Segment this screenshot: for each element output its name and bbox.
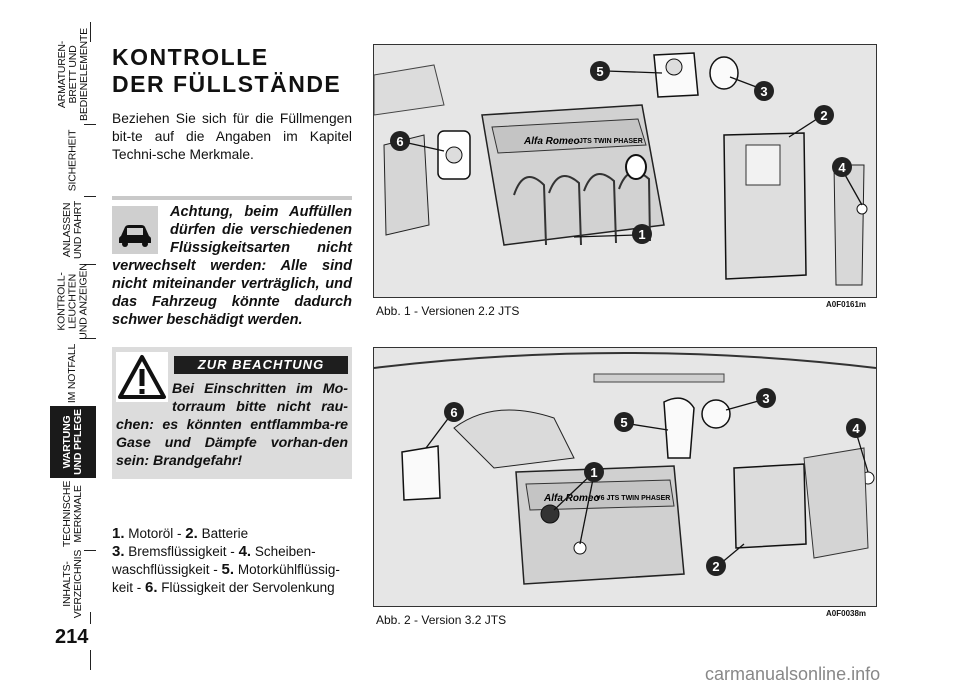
legend-number: 1.: [112, 525, 125, 542]
callout-label: 3: [762, 391, 769, 406]
brand-text: Alfa Romeo: [523, 136, 580, 147]
tab-sicherheit[interactable]: SICHERHEIT: [52, 126, 94, 194]
warning-body: Achtung, beim Auffüllen dürfen die versc…: [112, 204, 352, 328]
callout-label: 5: [596, 64, 603, 79]
legend-number: 2.: [185, 525, 198, 542]
divider: [84, 550, 96, 551]
tab-label: SICHERHEIT: [66, 129, 79, 191]
tab-label: ARMATUREN- BRETT UND BEDIENELEMENTE: [55, 27, 90, 121]
divider: [90, 650, 91, 670]
legend-number: 3.: [112, 543, 125, 560]
divider: [90, 612, 91, 624]
intro-paragraph: Beziehen Sie sich für die Füllmengen bit…: [112, 111, 352, 162]
legend-number: 6.: [145, 579, 158, 596]
page-title: KONTROLLE DER FÜLLSTÄNDE: [112, 44, 341, 98]
tab-anlassen[interactable]: ANLASSEN UND FAHRT: [52, 198, 94, 262]
callout-3: [756, 388, 776, 408]
callout-label: 6: [450, 405, 457, 420]
legend-number: 4.: [238, 543, 252, 560]
tab-inhaltsverzeichnis[interactable]: INHALTS- VERZEICHNIS: [52, 549, 94, 619]
tab-wartung-und-pflege[interactable]: WARTUNG UND PFLEGE: [50, 406, 96, 478]
icon-spacer: [112, 203, 170, 255]
callout-label: 5: [620, 415, 627, 430]
engine-text: V6 JTS TWIN PHASER: [596, 495, 670, 502]
brand-text: Alfa Romeo: [543, 493, 600, 504]
callout-label: 1: [638, 227, 645, 242]
divider: [84, 338, 96, 339]
icon-spacer: [116, 380, 172, 414]
sidebar-nav: ARMATUREN- BRETT UND BEDIENELEMENTE SICH…: [0, 0, 110, 692]
tab-kontrollleuchten[interactable]: KONTROLL- LEUCHTEN UND ANZEIGEN: [52, 262, 94, 340]
figure-caption: Abb. 2 - Version 3.2 JTS: [376, 613, 507, 627]
note-heading: ZUR BEACHTUNG: [174, 356, 348, 374]
divider: [112, 196, 352, 200]
callout-2: [706, 556, 726, 576]
tab-label: WARTUNG UND PFLEGE: [61, 409, 85, 475]
note-text: Bei Einschritten im Mo-torraum bitte nic…: [116, 380, 348, 470]
legend-text: Motoröl -: [128, 526, 186, 541]
warning-text: Achtung, beim Auffüllen dürfen die versc…: [112, 203, 352, 329]
figure-legend: 1. Motoröl - 2. Batterie 3. Bremsflüssig…: [112, 525, 352, 597]
legend-text: Batterie: [201, 526, 249, 541]
callout-1: [632, 224, 652, 244]
tab-armaturenbrett[interactable]: ARMATUREN- BRETT UND BEDIENELEMENTE: [52, 27, 94, 121]
figure-code: A0F0161m: [826, 300, 867, 309]
tab-label: KONTROLL- LEUCHTEN UND ANZEIGEN: [55, 262, 90, 340]
callout-6: [444, 402, 464, 422]
callout-label: 4: [852, 421, 860, 436]
tab-label: TECHNISCHE MERKMALE: [61, 480, 85, 548]
tab-im-notfall[interactable]: IM NOTFALL: [52, 340, 94, 406]
car-warning-icon: [112, 206, 158, 254]
callout-5: [614, 412, 634, 432]
callout-label: 2: [712, 559, 719, 574]
callout-4: [846, 418, 866, 438]
divider: [84, 124, 96, 125]
warning-triangle-icon: [116, 352, 168, 402]
legend-text: Scheiben-waschflüssigkeit -: [112, 544, 316, 577]
title-line: KONTROLLE: [112, 44, 269, 70]
figure-code: A0F0038m: [826, 609, 867, 618]
tab-label: IM NOTFALL: [66, 343, 79, 403]
callout-label: 2: [820, 108, 827, 123]
engine-figure-2: Alfa Romeo V6 JTS TWIN PHASER 1: [373, 347, 877, 607]
tab-label: ANLASSEN UND FAHRT: [61, 200, 84, 260]
tab-technische-merkmale[interactable]: TECHNISCHE MERKMALE: [52, 480, 94, 548]
callout-3: [754, 81, 774, 101]
title-line: DER FÜLLSTÄNDE: [112, 71, 342, 97]
callout-label: 1: [590, 465, 597, 480]
divider: [90, 22, 91, 42]
callout-5: [590, 61, 610, 81]
engine-text: JTS TWIN PHASER: [579, 138, 643, 145]
callout-1: [584, 462, 604, 482]
callout-label: 3: [760, 84, 767, 99]
legend-text: Bremsflüssigkeit -: [128, 544, 239, 559]
watermark: carmanualsonline.info: [705, 664, 881, 684]
figure-caption: Abb. 1 - Versionen 2.2 JTS: [376, 304, 520, 318]
legend-text: Motorkühlflüssig-keit -: [112, 562, 340, 595]
legend-number: 5.: [221, 561, 235, 578]
note-body: Bei Einschritten im Mo-torraum bitte nic…: [116, 381, 348, 469]
callout-4: [832, 157, 852, 177]
page-number: 214: [55, 626, 89, 648]
callout-6: [390, 131, 410, 151]
tab-label: INHALTS- VERZEICHNIS: [61, 549, 84, 619]
legend-text: Flüssigkeit der Servolenkung: [161, 580, 335, 595]
callout-2: [814, 105, 834, 125]
engine-figure-1: Alfa Romeo JTS TWIN PHASER: [373, 44, 877, 298]
divider: [84, 264, 96, 265]
callout-label: 6: [396, 134, 403, 149]
callout-label: 4: [838, 160, 846, 175]
divider: [84, 196, 96, 197]
